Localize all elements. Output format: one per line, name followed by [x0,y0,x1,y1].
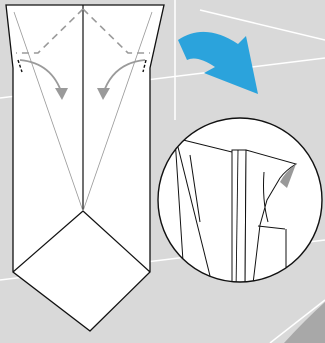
detail-center-panel [231,149,247,282]
paper-model [5,4,165,332]
detail-contents [174,137,298,282]
right-crease [82,11,153,212]
grid-line [199,9,325,41]
detail-fold-line [235,149,239,282]
left-pleat-mark [17,59,23,73]
paper-outline [5,4,165,332]
detail-left-panel [174,137,233,282]
detail-fold-line [263,171,269,223]
left-crease [13,11,84,212]
detail-shadow [280,164,296,188]
right-valley-fold-line [82,8,150,54]
grid-line [269,299,325,343]
detail-view [157,117,323,283]
right-pleat-mark [142,59,147,73]
left-valley-fold-line [16,8,84,54]
right-arrowhead [97,88,110,100]
detail-fold-line [257,225,286,230]
lower-right-shape [284,302,325,343]
detail-right-flap [244,149,298,282]
detail-fold-line [189,154,201,223]
transition-arrow [178,31,258,94]
diamond-top-left-edge [12,210,84,273]
diamond-top-right-edge [82,210,151,273]
detail-fold-line [177,146,215,282]
detail-circle-border [157,117,323,283]
left-arrowhead [55,88,68,100]
